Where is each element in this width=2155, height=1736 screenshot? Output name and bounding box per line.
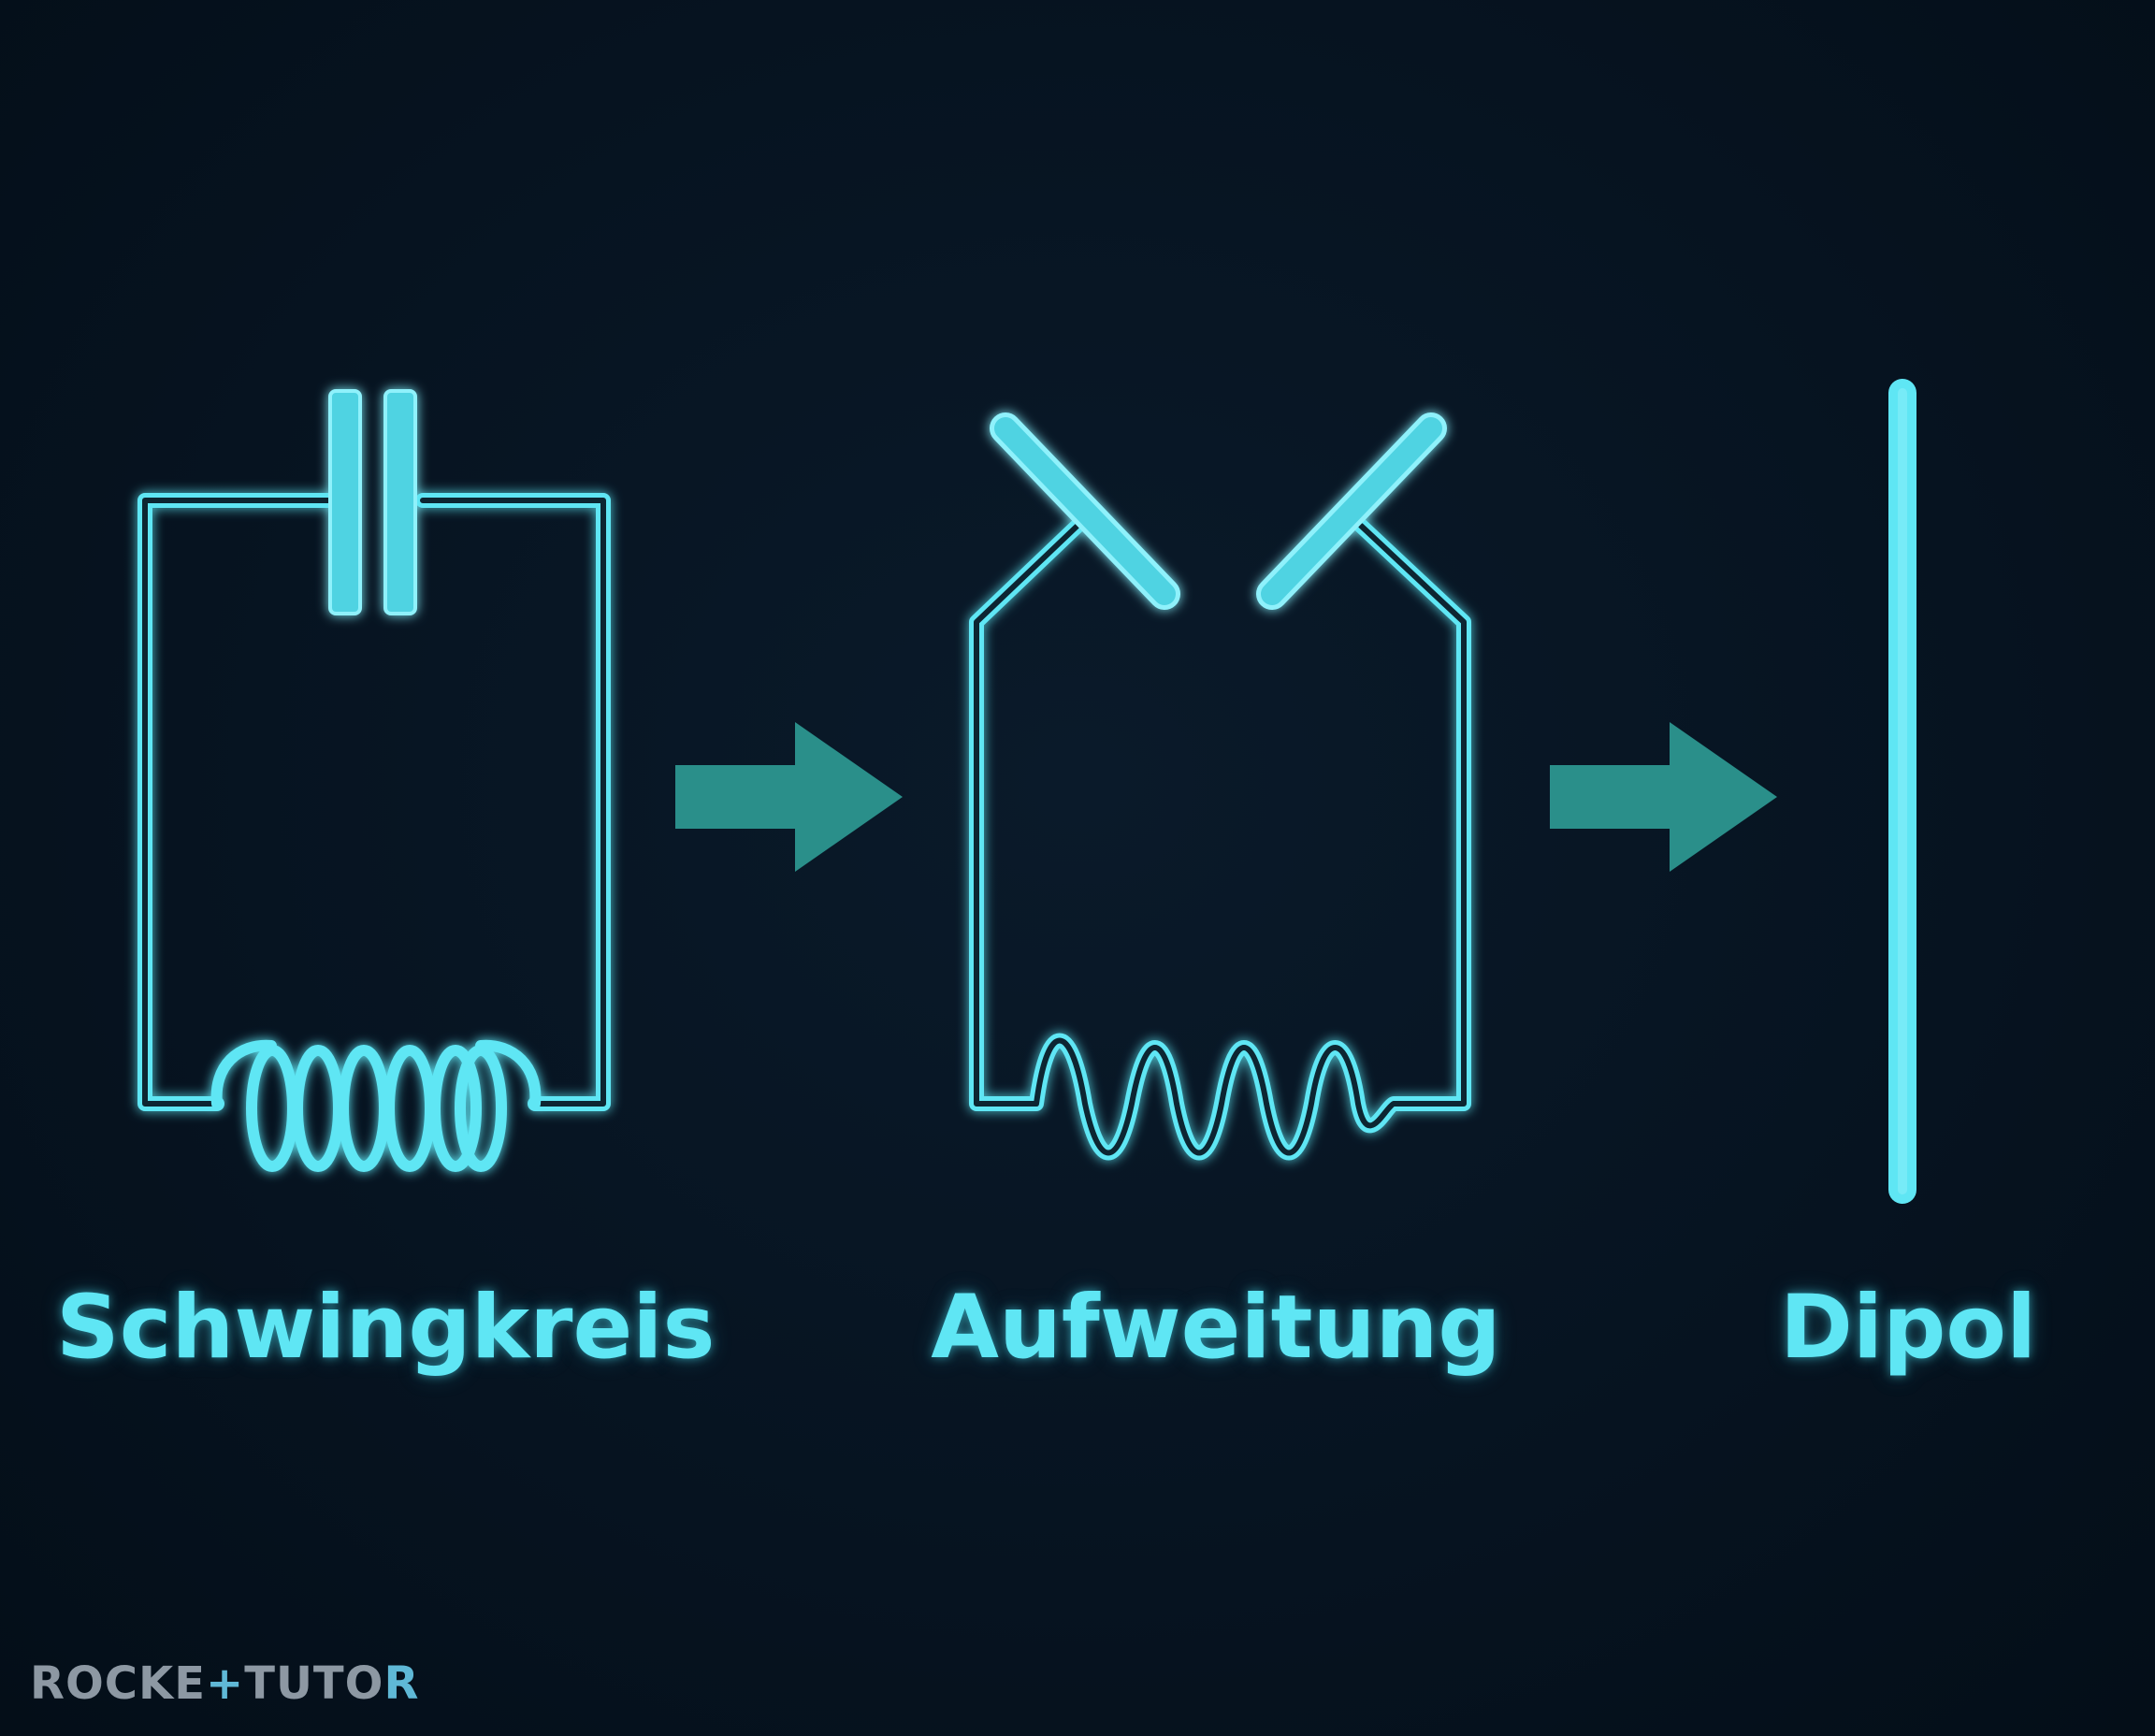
label-aufweitung: Aufweitung [931, 1277, 1501, 1379]
lc-wire-loop [137, 493, 611, 1111]
logo-text-part3: R [383, 1657, 420, 1710]
logo-text-part2: TUTO [244, 1657, 384, 1710]
widened-wire [969, 518, 1471, 1161]
inductor-coil [210, 1039, 542, 1172]
logo-plus-icon: + [205, 1657, 245, 1710]
schwingkreis-circuit [137, 389, 611, 1172]
capacitor-symbol [328, 389, 417, 615]
label-schwingkreis: Schwingkreis [56, 1277, 716, 1379]
tilted-plate-right [1256, 412, 1447, 610]
aufweitung-circuit [969, 412, 1471, 1161]
flow-arrow-1 [675, 722, 903, 872]
tilted-plate-left [990, 412, 1180, 610]
logo-text-part1: ROCKE [30, 1657, 206, 1710]
rocketutor-logo: ROCKE+TUTOR [30, 1656, 419, 1712]
label-dipol: Dipol [1779, 1277, 2037, 1379]
flow-arrow-2 [1550, 722, 1777, 872]
